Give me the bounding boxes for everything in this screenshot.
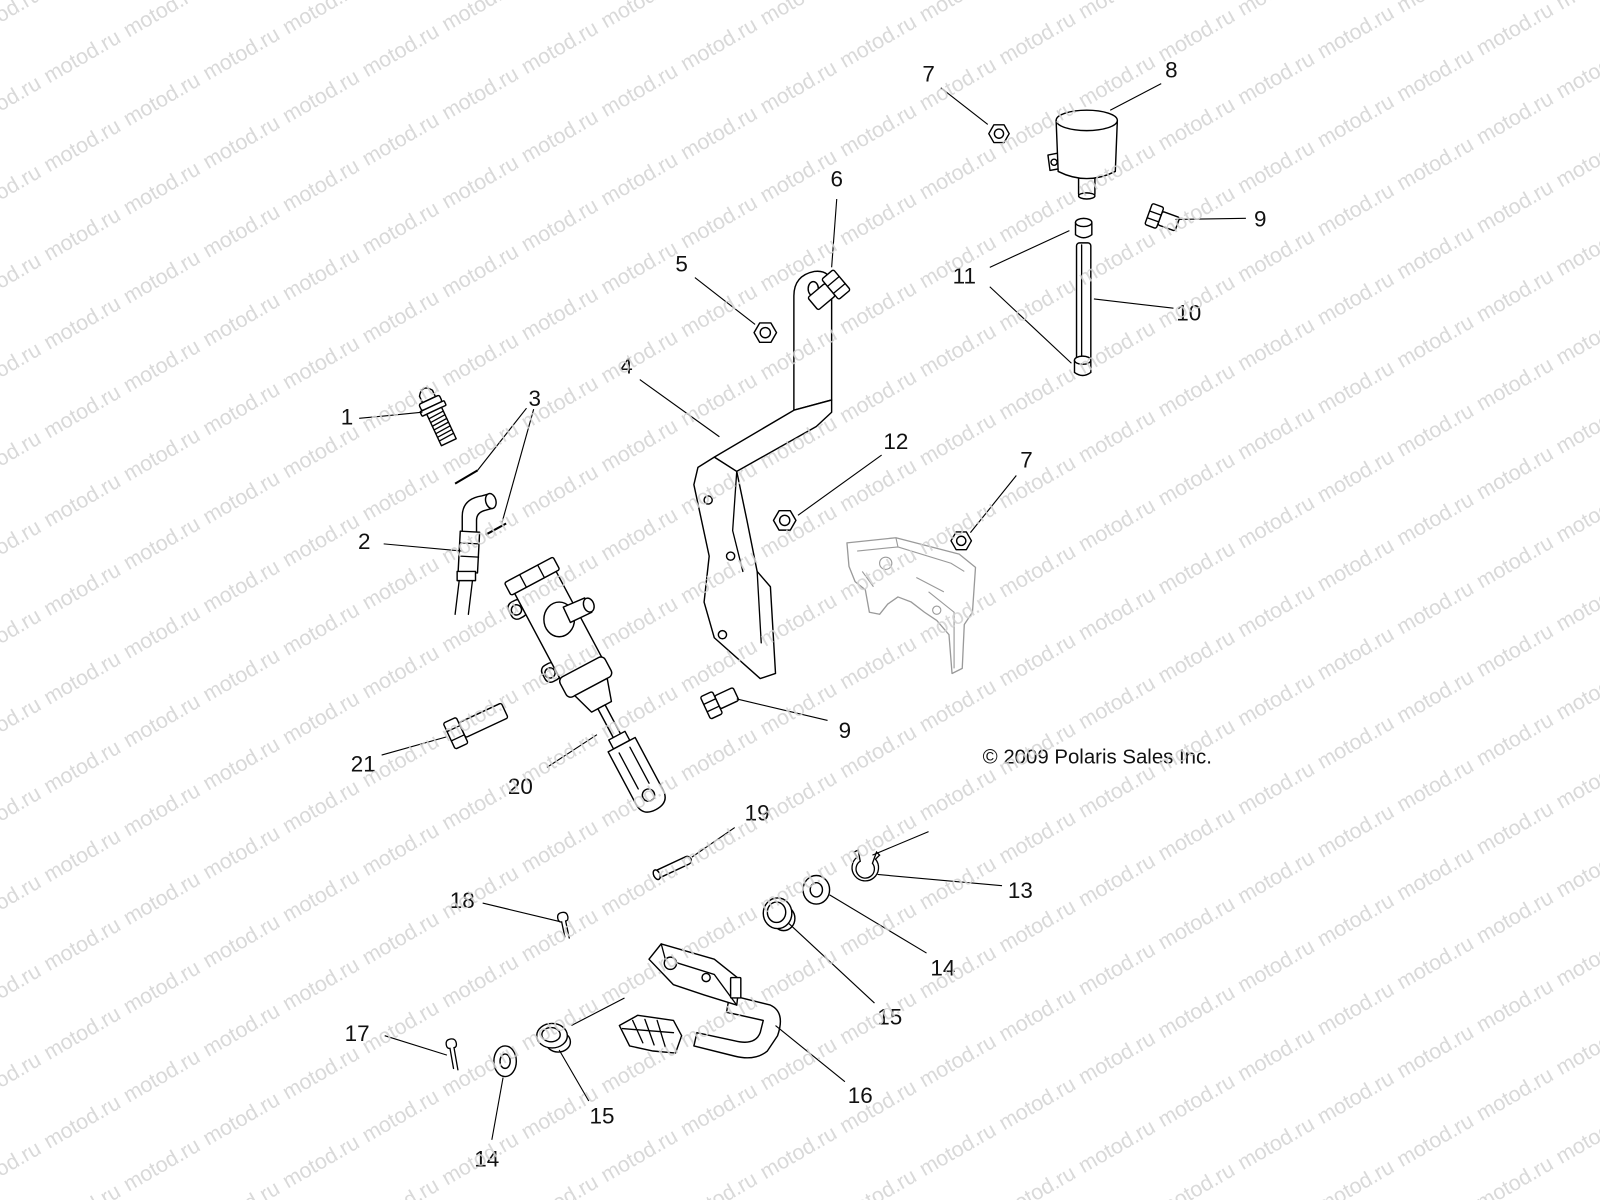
leader-line-7-lower (969, 475, 1017, 534)
leader-line-12 (797, 454, 882, 516)
leader-line-20 (546, 734, 598, 768)
callout-14-lower: 14 (474, 1146, 499, 1171)
part-4-bracket (693, 270, 833, 680)
callout-21: 21 (351, 751, 376, 776)
frame-ghost-outline (846, 537, 977, 675)
part-11-clamp (1074, 217, 1093, 239)
part-7-nut-lower (950, 531, 973, 551)
callout-9-lower: 9 (839, 718, 851, 743)
leader-line-11b (989, 286, 1072, 364)
part-7-nut (988, 124, 1010, 144)
part-5-nut (753, 322, 778, 344)
part-14-washer-lower (493, 1045, 518, 1078)
callout-5: 5 (675, 251, 687, 276)
callout-7: 7 (922, 62, 934, 87)
part-8-reservoir (1047, 109, 1119, 200)
leader-line-10 (1093, 298, 1174, 309)
callout-11: 11 (953, 264, 976, 289)
part-9-bolt-lower (700, 687, 740, 720)
leader-line-9 (1175, 217, 1246, 220)
callout-19: 19 (745, 800, 770, 825)
part-10-tube (1075, 242, 1092, 364)
part-14-washer (802, 874, 831, 905)
callout-2: 2 (358, 529, 370, 554)
part-17-cotter-pin (445, 1038, 459, 1071)
leader-line-1 (359, 411, 423, 419)
leader-line-6 (831, 198, 838, 268)
callout-3: 3 (528, 386, 540, 411)
part-16-pedal (618, 943, 782, 1059)
part-3-hose-clamp-mark-lower (485, 522, 507, 536)
leader-line-4 (639, 379, 720, 438)
part-12-nut (772, 510, 797, 531)
leader-line-14-lower (491, 1077, 504, 1140)
leader-line-15-lower (558, 1049, 590, 1102)
callout-12: 12 (883, 429, 908, 454)
callout-10: 10 (1176, 300, 1201, 325)
part-20-master-cylinder (504, 556, 666, 813)
leader-line-5 (694, 277, 756, 325)
part-11-clamp-lower (1073, 355, 1092, 377)
callout-labels: 1 2 3 4 5 6 7 8 9 10 11 12 7 13 14 15 16… (341, 58, 1267, 1172)
callout-9: 9 (1254, 207, 1266, 232)
callout-4: 4 (620, 353, 632, 378)
part-13-snap-ring (851, 849, 881, 882)
callout-14: 14 (930, 956, 955, 981)
leader-line-11a (989, 230, 1070, 268)
callout-6: 6 (830, 167, 842, 192)
part-15-bushing-lower (536, 1022, 572, 1053)
leader-line-9-lower (736, 698, 828, 721)
leader-lines (359, 83, 1246, 1140)
callout-18: 18 (450, 888, 475, 913)
leader-line-16 (775, 1025, 846, 1083)
part-18-cotter-pin (556, 911, 570, 939)
leader-line-17 (384, 1035, 448, 1056)
leader-line-14 (829, 894, 927, 954)
callout-7-lower: 7 (1020, 447, 1032, 472)
center-line-13 (872, 831, 929, 856)
leader-line-13 (877, 873, 1003, 887)
center-line-15-lower (571, 997, 625, 1027)
leader-line-21 (381, 736, 448, 756)
leader-line-8 (1109, 83, 1162, 111)
leader-line-18 (482, 902, 560, 922)
part-19-pin (652, 855, 693, 881)
leader-line-15 (788, 923, 875, 1004)
callout-15: 15 (877, 1004, 902, 1029)
leader-line-2 (383, 543, 463, 552)
callout-16: 16 (848, 1083, 873, 1108)
callout-20: 20 (508, 774, 533, 799)
callout-17: 17 (345, 1021, 370, 1046)
part-21-bolt (443, 702, 509, 750)
leader-line-19 (691, 827, 736, 858)
part-1-bleeder-screw (418, 387, 457, 447)
part-3-hose-clamp-mark (454, 469, 479, 485)
leader-line-7 (940, 87, 989, 125)
part-2-hose (454, 492, 497, 615)
leader-line-3a (477, 407, 527, 471)
part-9-bolt (1144, 203, 1180, 232)
part-6-bolt (807, 269, 851, 311)
callout-15-lower: 15 (590, 1103, 615, 1128)
callout-13: 13 (1008, 878, 1033, 903)
copyright-notice: © 2009 Polaris Sales Inc. (983, 746, 1212, 768)
leader-line-3b (501, 409, 535, 523)
callout-8: 8 (1165, 58, 1177, 83)
callout-1: 1 (341, 404, 353, 429)
